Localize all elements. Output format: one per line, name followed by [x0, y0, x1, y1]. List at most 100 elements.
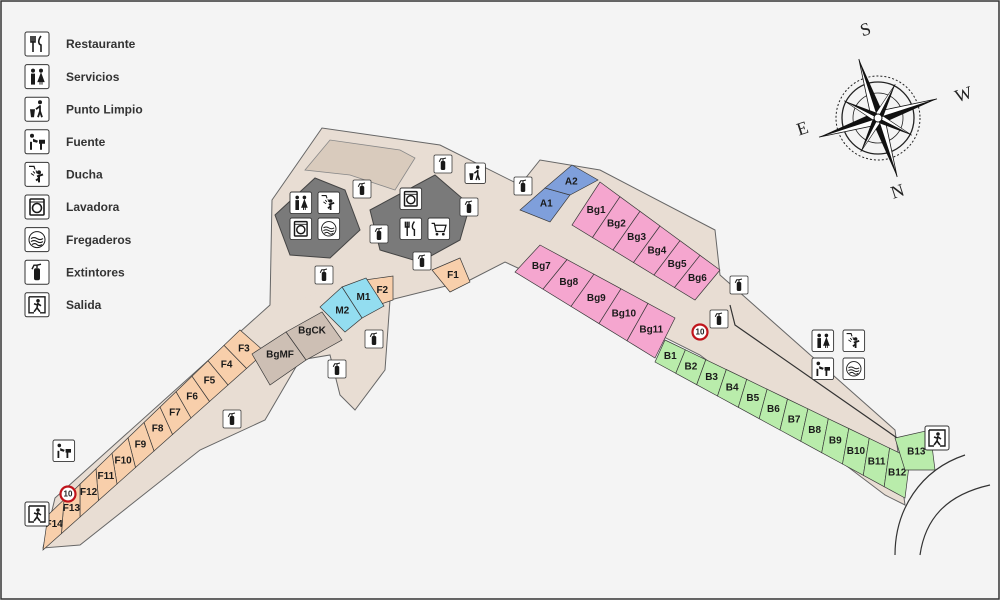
store-bg6[interactable]: Bg6 [673, 254, 721, 301]
water-fountain-icon [811, 357, 835, 381]
compass-inner-ring [852, 92, 904, 144]
restaurant-icon [399, 217, 423, 241]
store-label: A2 [565, 177, 578, 188]
store-label: B8 [808, 425, 821, 436]
compass-w-label: W [952, 82, 974, 106]
compass-outer-ring [835, 75, 921, 161]
walkway-edge [729, 304, 901, 441]
speed-limit-sign: 10 [691, 323, 709, 341]
store-label: F10 [114, 455, 132, 466]
recycling-point-icon [464, 162, 486, 184]
store-label: F13 [63, 503, 81, 514]
store-label: Bg1 [587, 205, 606, 216]
legend-label: Fregaderos [66, 233, 132, 247]
restroom-icon [811, 329, 835, 353]
fire-extinguisher-icon [412, 251, 432, 271]
sink-icon [317, 217, 341, 241]
exit-icon [924, 425, 950, 451]
store-bg11[interactable]: Bg11 [626, 302, 676, 359]
store-label: B7 [788, 414, 801, 425]
legend-label: Salida [66, 298, 102, 312]
legend-label: Fuente [66, 135, 106, 149]
store-label: B9 [829, 436, 842, 447]
legend-item: Punto Limpio [24, 96, 143, 122]
store-label: F3 [238, 344, 250, 355]
store-m2[interactable]: M2 [319, 286, 363, 333]
legend-label: Servicios [66, 70, 120, 84]
map-floor [42, 127, 906, 549]
store-label: F9 [135, 439, 147, 450]
fire-extinguisher-icon [729, 275, 749, 295]
recycling-point-icon [24, 96, 50, 122]
legend-item: Fuente [24, 129, 106, 155]
legend-item: Restaurante [24, 31, 136, 57]
store-shape [431, 257, 471, 293]
washing-machine-icon [399, 187, 423, 211]
store-label: F1 [447, 270, 459, 281]
store-label: B13 [907, 447, 926, 458]
fire-extinguisher-icon [709, 309, 729, 329]
store-label: B11 [868, 457, 886, 468]
stores-layer: F3F4F5F6F7F8F9F10F11F12F13F14F1F2M1M2BgC… [42, 164, 936, 551]
store-shape [544, 164, 599, 196]
fire-extinguisher-icon [369, 224, 389, 244]
store-label: F2 [376, 285, 388, 296]
restaurant-icon [24, 31, 50, 57]
store-label: F11 [98, 471, 115, 482]
store-label: Bg5 [668, 259, 687, 270]
sink-icon [842, 357, 866, 381]
store-bgmf[interactable]: BgMF [251, 331, 307, 386]
store-shape [319, 286, 363, 333]
water-fountain-icon [52, 439, 76, 463]
road-outer-curve [919, 484, 991, 556]
fire-extinguisher-icon [352, 179, 372, 199]
store-label: F12 [80, 487, 98, 498]
store-label: A1 [540, 198, 553, 209]
store-shape [673, 254, 721, 301]
store-label: BgCK [298, 326, 327, 337]
store-label: Bg3 [627, 232, 646, 243]
legend-label: Ducha [66, 168, 103, 182]
legend-item: Ducha [24, 161, 103, 187]
store-label: B4 [726, 383, 739, 394]
water-fountain-icon [24, 129, 50, 155]
fire-extinguisher-icon [327, 359, 347, 379]
restroom-icon [24, 64, 50, 90]
legend-item: Salida [24, 292, 102, 318]
icons-layer: 10 10 [24, 154, 950, 527]
store-label: M1 [357, 292, 371, 303]
store-shape [251, 331, 307, 386]
legend-item: Lavadora [24, 194, 120, 220]
speed-limit-value: 10 [696, 328, 705, 337]
store-label: F4 [221, 360, 233, 371]
compass-rose: S N E W [794, 18, 974, 203]
shower-icon [317, 191, 341, 215]
sink-icon [24, 227, 50, 253]
legend-label: Restaurante [66, 37, 136, 51]
store-label: Bg6 [688, 273, 707, 284]
speed-limit-sign: 10 [59, 485, 77, 503]
exit-icon [24, 501, 50, 527]
fire-extinguisher-icon [24, 259, 50, 285]
legend-label: Extintores [66, 265, 125, 279]
washing-machine-icon [24, 194, 50, 220]
shower-icon [842, 329, 866, 353]
store-label: Bg9 [587, 293, 606, 304]
legend-item: Extintores [24, 259, 125, 285]
store-label: B12 [888, 467, 907, 478]
store-label: F14 [45, 519, 63, 530]
store-label: Bg8 [559, 277, 578, 288]
store-label: B5 [746, 393, 759, 404]
store-f1[interactable]: F1 [431, 257, 471, 293]
store-shape [626, 302, 676, 359]
store-label: Bg4 [647, 246, 666, 257]
restroom-icon [289, 191, 313, 215]
legend-label: Lavadora [66, 200, 120, 214]
store-a2[interactable]: A2 [544, 164, 599, 196]
store-label: B10 [847, 446, 866, 457]
store-label: B2 [685, 362, 698, 373]
store-label: B3 [705, 372, 718, 383]
